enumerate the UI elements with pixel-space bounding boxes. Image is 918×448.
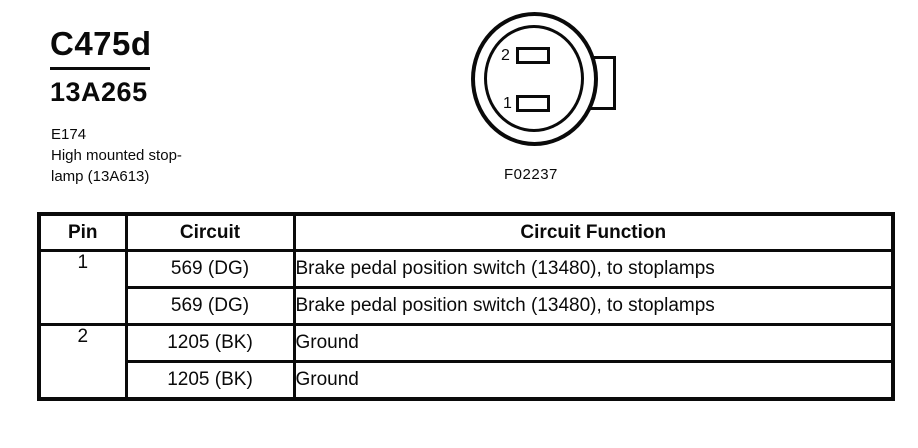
- circuit-cell: 1205 (BK): [124, 360, 296, 401]
- location-description-line2: lamp (13A613): [51, 168, 150, 185]
- column-header-circuit-function: Circuit Function: [292, 212, 895, 252]
- part-number: 13A265: [50, 77, 148, 107]
- circuit-function-cell: Brake pedal position switch (13480), to …: [292, 249, 895, 289]
- pin-cell: 1: [37, 249, 128, 326]
- connector-pin-2-label: 2: [501, 47, 510, 64]
- connector-pin-2-slot: [516, 47, 550, 64]
- circuit-function-cell: Ground: [292, 360, 895, 401]
- circuit-cell: 569 (DG): [124, 249, 296, 289]
- circuit-cell: 569 (DG): [124, 286, 296, 326]
- pin-cell: 2: [37, 323, 128, 401]
- column-header-circuit: Circuit: [124, 212, 296, 252]
- location-description-line1: High mounted stop-: [51, 147, 182, 164]
- table-row: 569 (DG) Brake pedal position switch (13…: [39, 286, 895, 326]
- table-row: 1205 (BK) Ground: [39, 360, 895, 401]
- circuit-function-cell: Brake pedal position switch (13480), to …: [292, 286, 895, 326]
- pinout-table: Pin Circuit Circuit Function 1 569 (DG) …: [37, 212, 895, 401]
- location-block: E174 High mounted stop- lamp (13A613): [51, 124, 182, 187]
- circuit-function-cell: Ground: [292, 323, 895, 363]
- column-header-pin: Pin: [37, 212, 128, 252]
- title-underline: [50, 67, 150, 70]
- circuit-cell: 1205 (BK): [124, 323, 296, 363]
- connector-pin-1-label: 1: [503, 95, 512, 112]
- header-row: Pin Circuit Circuit Function: [37, 212, 895, 252]
- connector-inner-ring: [484, 25, 584, 132]
- location-code: E174: [51, 126, 87, 143]
- figure-number: F02237: [504, 166, 558, 183]
- table-row: 2 1205 (BK) Ground: [37, 323, 895, 401]
- connector-pin-1-slot: [516, 95, 550, 112]
- connector-id-title: C475d: [50, 25, 152, 62]
- table-row: 1 569 (DG) Brake pedal position switch (…: [37, 249, 895, 326]
